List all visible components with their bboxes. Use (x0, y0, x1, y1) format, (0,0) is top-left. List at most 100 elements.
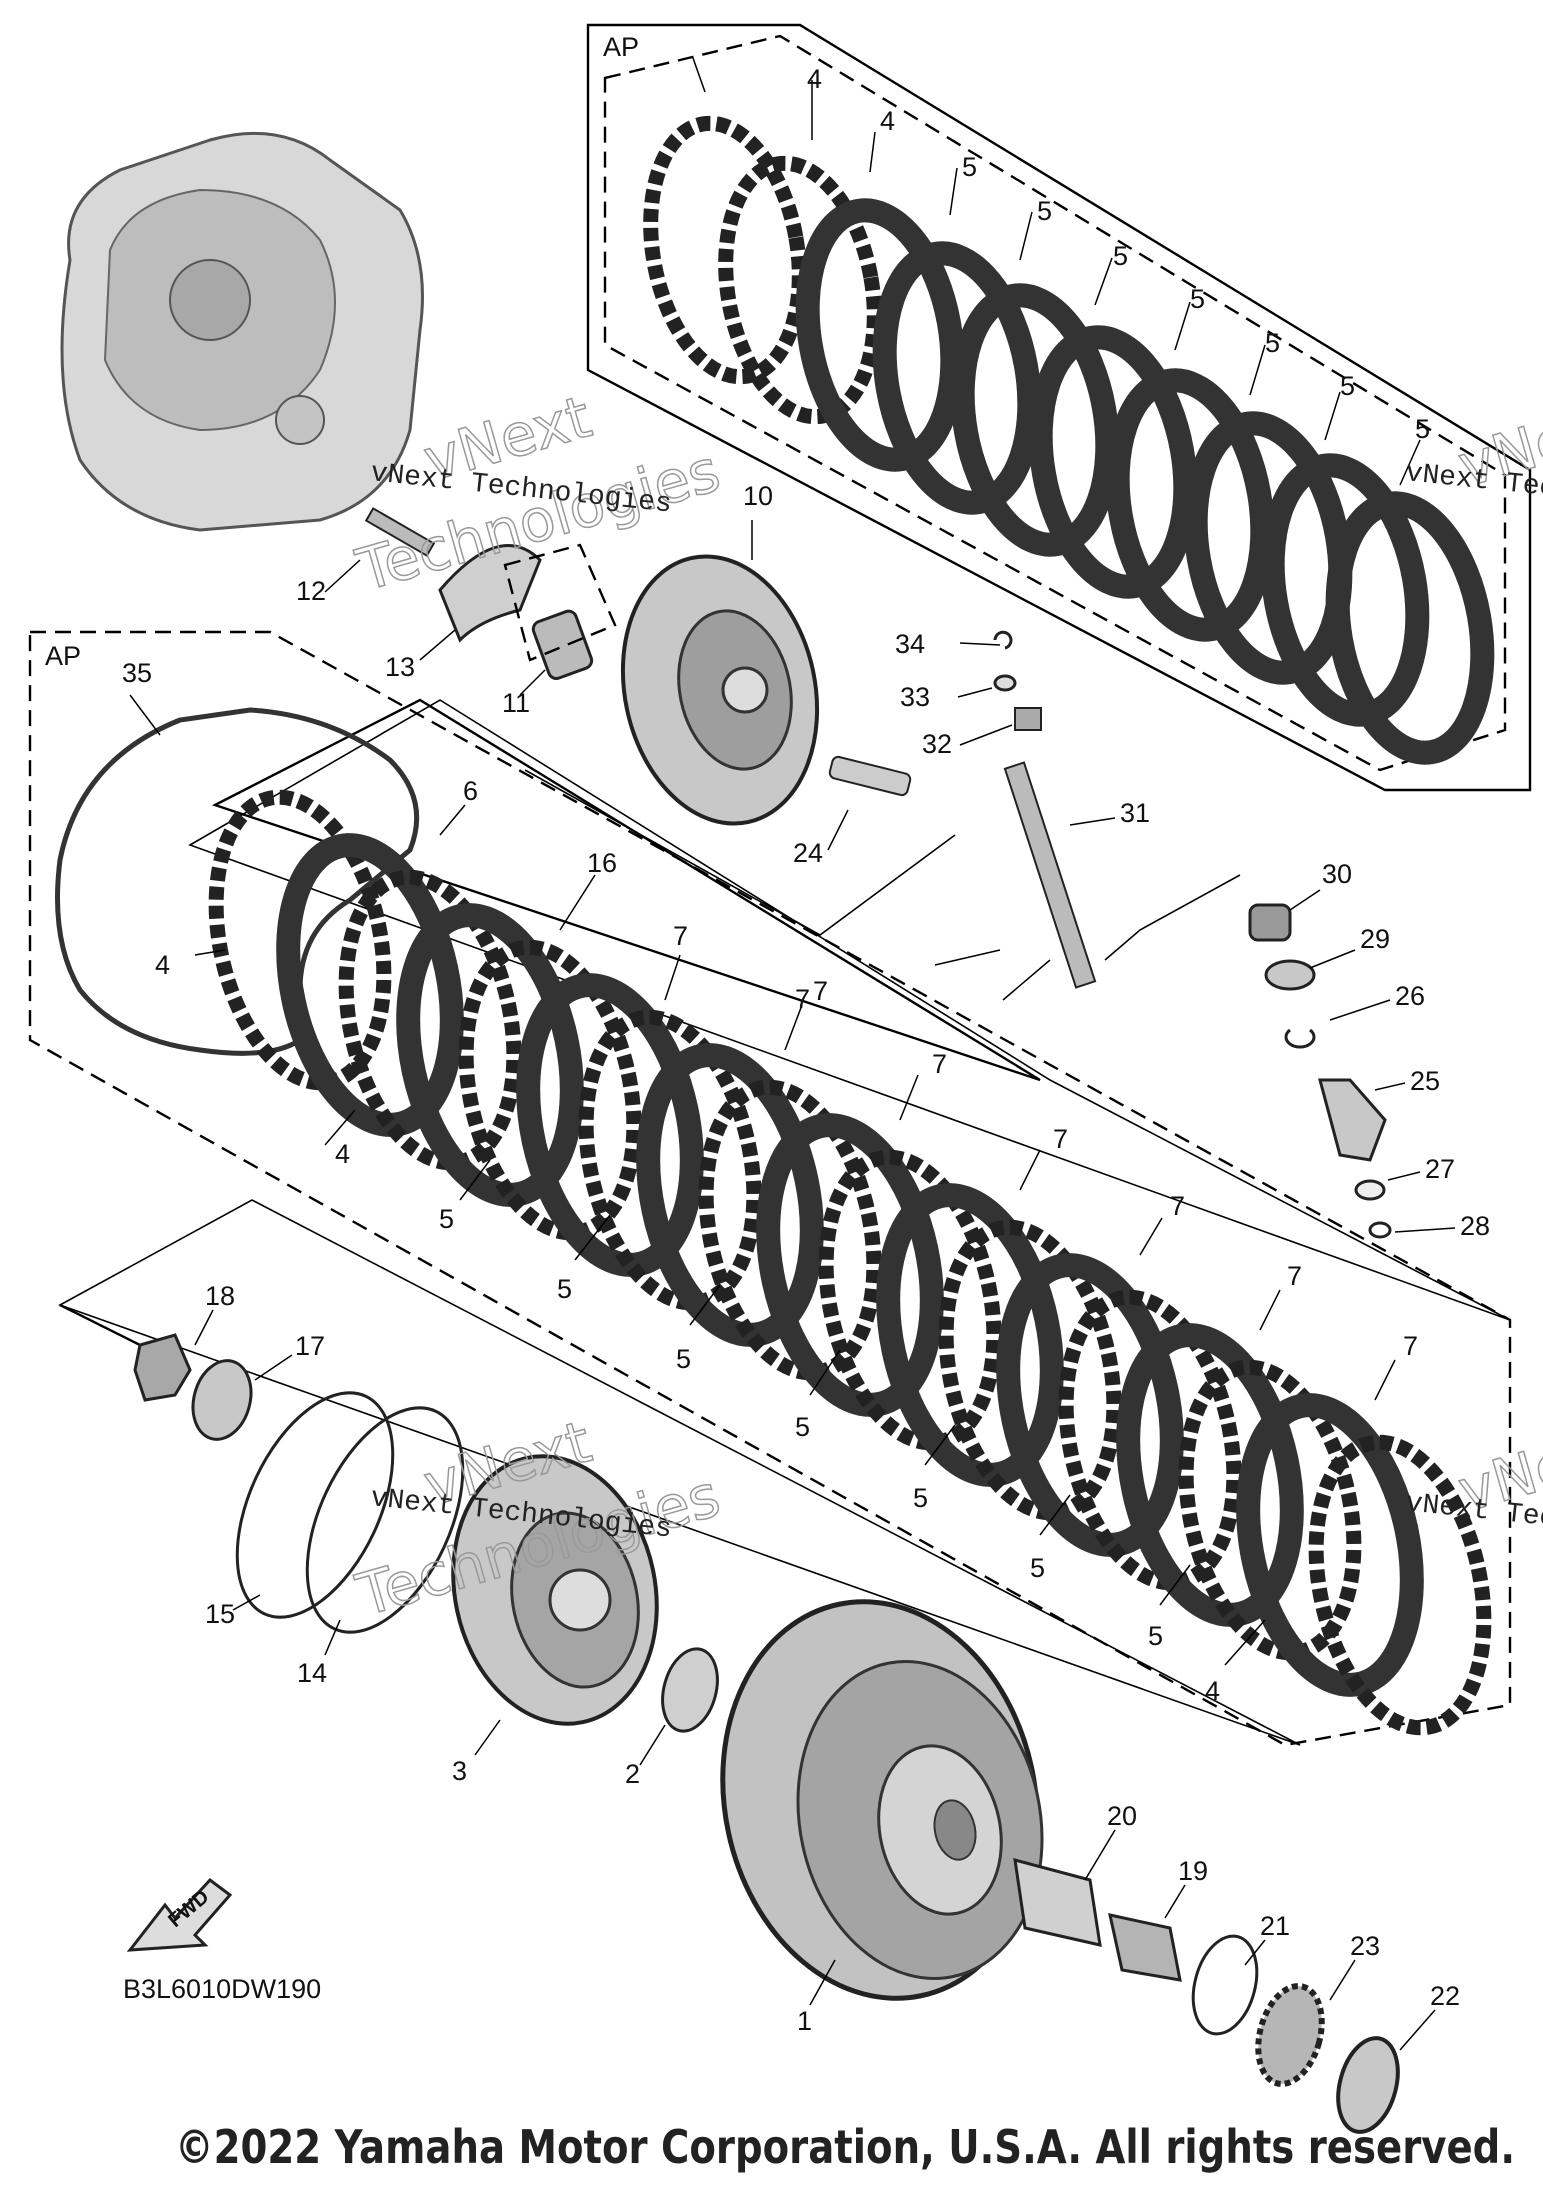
lbl-20: 22 (1430, 1981, 1460, 2011)
lbl-7h: 7 (1403, 1331, 1418, 1361)
lbl-5j: 5 (676, 1344, 691, 1374)
lbl-5i: 5 (557, 1274, 572, 1304)
lbl-4c: 4 (155, 950, 170, 980)
lever-23 (1318, 1078, 1387, 1162)
lbl-5d: 5 (1190, 284, 1205, 314)
spring-9 (531, 609, 594, 680)
lbl-32: 34 (895, 629, 925, 659)
clip-26 (1368, 1221, 1392, 1239)
lbl-4d: 4 (335, 1139, 350, 1169)
washer-20 (1336, 2036, 1400, 2134)
lbl-7c: 7 (795, 984, 810, 1014)
copyright-notice: ©2022 Yamaha Motor Corporation, U.S.A. A… (175, 2120, 1515, 2174)
ap-tag-top: AP (603, 32, 639, 62)
lbl-7d: 7 (932, 1049, 947, 1079)
ap-box-top (586, 23, 1532, 792)
lbl-7b: 7 (813, 976, 828, 1006)
box-22-outline (524, 769, 956, 936)
lbl-4a: 4 (807, 64, 822, 94)
lbl-21: 23 (1350, 1931, 1380, 1961)
lbl-4b: 4 (880, 106, 895, 136)
lbl-16: 18 (205, 1281, 235, 1311)
lbl-22: 24 (793, 838, 823, 868)
clutch-housing-1 (720, 1599, 1044, 2001)
fwd-arrow-icon: FWD (126, 1877, 233, 1952)
lbl-9: 11 (502, 688, 530, 718)
lbl-27: 29 (1360, 924, 1390, 954)
lbl-30: 32 (922, 729, 952, 759)
lbl-10: 12 (296, 576, 326, 606)
leader-lines (129, 57, 1456, 2051)
gear-21 (1255, 1983, 1325, 2087)
lbl-28: 30 (1322, 859, 1352, 889)
lbl-5e: 5 (1265, 328, 1280, 358)
sleeve-18 (1013, 1857, 1102, 1947)
lbl-5a: 5 (962, 152, 977, 182)
lbl-25: 27 (1425, 1154, 1455, 1184)
ring-13 (235, 1391, 395, 1619)
bolt-10 (364, 507, 436, 557)
washer-31 (993, 674, 1017, 692)
box-16-dash (59, 1303, 151, 1352)
lbl-24: 26 (1395, 981, 1425, 1011)
ap-tag-left: AP (45, 641, 81, 671)
lbl-1: 1 (797, 2006, 812, 2036)
lbl-7a: 7 (673, 921, 688, 951)
diagram-code: B3L6010DW190 (123, 1974, 321, 2004)
pressure-plate-8 (620, 554, 820, 826)
bearing-27 (1264, 959, 1316, 991)
bearing-17 (1108, 1913, 1182, 1982)
nut-16 (133, 1333, 192, 1402)
lbl-7f: 7 (1170, 1191, 1185, 1221)
nut-30 (1014, 707, 1042, 731)
washer-15 (191, 1359, 253, 1441)
washer-2 (661, 1647, 719, 1733)
top-plate-stack (643, 115, 1495, 765)
leader-29 (1104, 874, 1241, 961)
lbl-7e: 7 (1053, 1124, 1068, 1154)
lbl-15: 17 (295, 1331, 325, 1361)
clutch-boss-3 (451, 1454, 659, 1726)
lbl-5m: 5 (1030, 1553, 1045, 1583)
lbl-33: 35 (122, 658, 152, 688)
callout-labels: 4 4 5 5 5 5 5 5 5 12 13 11 10 35 6 16 4 … (122, 64, 1490, 2036)
lbl-19: 21 (1260, 1911, 1290, 1941)
lbl-6: 6 (463, 776, 478, 806)
gasket-33 (55, 707, 420, 1056)
lbl-4e: 4 (1205, 1676, 1220, 1706)
lbl-5g: 5 (1415, 414, 1430, 444)
lbl-18: 20 (1107, 1801, 1137, 1831)
spring-24 (1284, 1028, 1316, 1049)
lbl-5b: 5 (1037, 196, 1052, 226)
crankcase-cover (60, 131, 424, 532)
shaft-29 (1003, 761, 1097, 989)
lbl-5h: 5 (439, 1204, 454, 1234)
lbl-5n: 5 (1148, 1621, 1163, 1651)
lbl-3: 3 (452, 1756, 467, 1786)
lbl-5k: 5 (795, 1412, 810, 1442)
lbl-29: 31 (1120, 798, 1150, 828)
oring-19 (1191, 1934, 1259, 2036)
lbl-14: 16 (587, 848, 617, 878)
clip-32 (993, 630, 1013, 650)
box-34-outline (188, 698, 1511, 1321)
lbl-13: 15 (205, 1599, 235, 1629)
lbl-2: 2 (625, 1759, 640, 1789)
lbl-11: 13 (385, 652, 415, 682)
lbl-17: 19 (1178, 1856, 1208, 1886)
bracket-11 (438, 544, 542, 643)
lower-plate-stack (208, 789, 1492, 1736)
lbl-31: 33 (900, 682, 930, 712)
lbl-5l: 5 (913, 1483, 928, 1513)
box-16-outline (58, 1199, 1301, 1746)
lbl-12: 14 (297, 1658, 327, 1688)
lbl-5f: 5 (1340, 371, 1355, 401)
lbl-8: 10 (743, 481, 773, 511)
pushrod-22 (828, 755, 912, 797)
washer-25 (1354, 1179, 1386, 1201)
ap-box-left (28, 630, 1512, 1747)
bearing-28 (1248, 903, 1292, 942)
ring-12 (305, 1406, 465, 1634)
lbl-5c: 5 (1113, 241, 1128, 271)
